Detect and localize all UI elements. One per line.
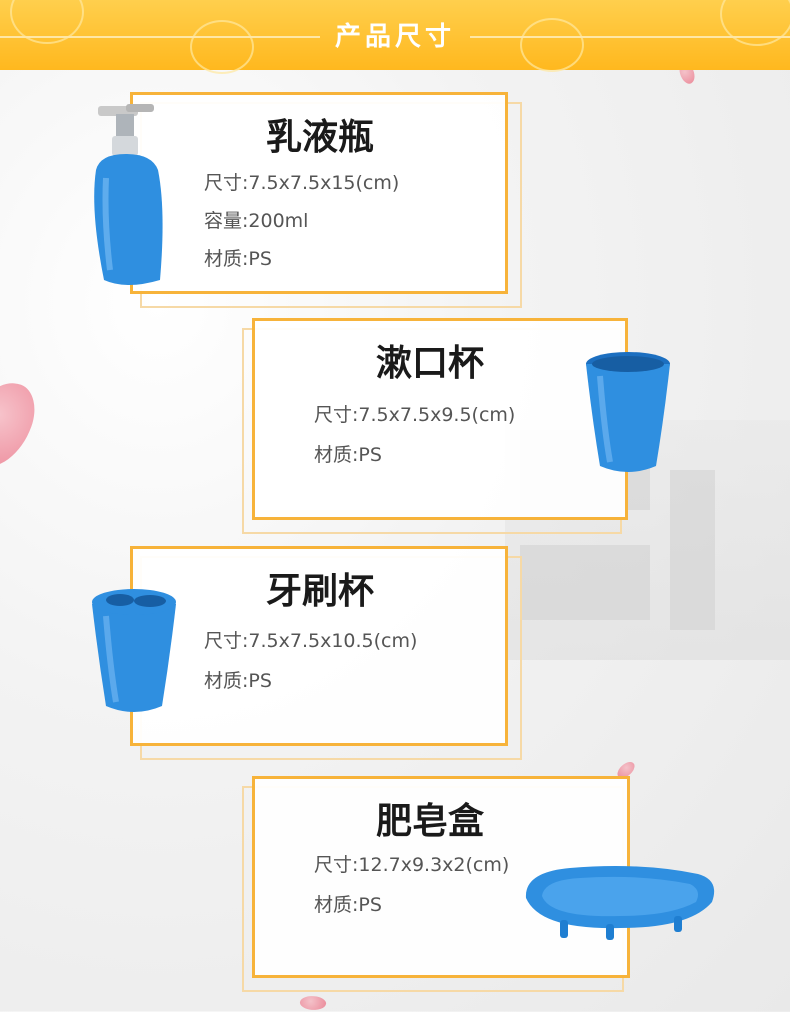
card-frame — [130, 92, 508, 294]
product-spec: 材质:PS — [204, 670, 272, 692]
cloud-pattern — [190, 20, 254, 74]
header-title: 产品尺寸 — [334, 22, 455, 52]
petal-decoration — [298, 993, 328, 1012]
background-vanity — [520, 545, 650, 620]
product-spec: 材质:PS — [204, 248, 272, 270]
cloud-pattern — [520, 18, 584, 72]
product-spec: 尺寸:7.5x7.5x10.5(cm) — [204, 630, 418, 652]
background-tall-cabinet — [670, 470, 715, 630]
mouthwash-cup-image — [586, 352, 670, 472]
soap-dish-image — [525, 866, 715, 940]
product-card-toothbrush-cup: 牙刷杯 尺寸:7.5x7.5x10.5(cm) 材质:PS — [130, 546, 522, 760]
card-frame — [130, 546, 508, 746]
product-spec: 尺寸:7.5x7.5x9.5(cm) — [314, 404, 516, 426]
product-card-mouthwash-cup: 漱口杯 尺寸:7.5x7.5x9.5(cm) 材质:PS — [242, 318, 628, 534]
product-spec: 材质:PS — [314, 444, 382, 466]
product-title: 乳液瓶 — [266, 117, 375, 158]
section-header: 产品尺寸 — [0, 0, 790, 74]
product-card-soap-dish: 肥皂盒 尺寸:12.7x9.3x2(cm) 材质:PS — [242, 776, 630, 992]
product-spec: 尺寸:12.7x9.3x2(cm) — [314, 854, 510, 876]
product-spec: 材质:PS — [314, 894, 382, 916]
header-divider-left — [0, 36, 320, 38]
product-title: 牙刷杯 — [266, 571, 375, 612]
product-title: 肥皂盒 — [376, 801, 485, 842]
card-frame — [252, 318, 628, 520]
product-spec: 尺寸:7.5x7.5x15(cm) — [204, 172, 400, 194]
product-card-lotion: 乳液瓶 尺寸:7.5x7.5x15(cm) 容量:200ml 材质:PS — [130, 92, 522, 308]
petal-decoration — [0, 372, 44, 478]
toothbrush-cup-image — [92, 589, 176, 712]
product-spec: 容量:200ml — [204, 210, 309, 232]
cloud-pattern — [720, 0, 790, 46]
lotion-bottle-image — [94, 104, 163, 285]
header-divider-right — [470, 36, 790, 38]
product-title: 漱口杯 — [376, 343, 485, 384]
